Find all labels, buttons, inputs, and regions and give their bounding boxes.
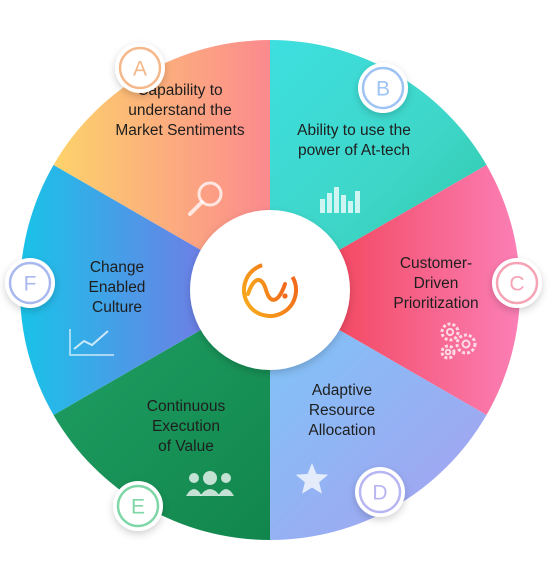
label-line: power of At-tech bbox=[298, 142, 410, 159]
badge-letter: A bbox=[133, 58, 147, 81]
segment-a bbox=[53, 40, 270, 251]
people-icon bbox=[186, 471, 234, 496]
badge-b: B bbox=[358, 63, 408, 113]
badge-f: F bbox=[5, 258, 55, 308]
label-line: Execution bbox=[152, 418, 220, 435]
label-line: of Value bbox=[158, 438, 214, 455]
badge-a: A bbox=[115, 43, 165, 93]
segment-c bbox=[337, 165, 520, 415]
badge-letter: E bbox=[131, 496, 145, 519]
magnifier-icon bbox=[188, 181, 223, 216]
label-line: understand the bbox=[128, 102, 231, 119]
label-line: Ability to use the bbox=[297, 122, 411, 139]
label-line: Change bbox=[90, 259, 144, 276]
label-line: Continuous bbox=[147, 398, 226, 415]
segment-f bbox=[20, 165, 203, 415]
label-line: Enabled bbox=[89, 279, 146, 296]
badge-letter: B bbox=[376, 78, 390, 101]
badge-letter: D bbox=[372, 482, 387, 505]
wave-logo-icon bbox=[242, 262, 298, 318]
segment-b bbox=[270, 40, 487, 251]
label-line: Adaptive bbox=[312, 382, 372, 399]
badge-e: E bbox=[113, 481, 163, 531]
center-hub bbox=[190, 210, 350, 370]
label-line: Allocation bbox=[308, 422, 375, 439]
badge-c: C bbox=[492, 258, 542, 308]
label-line: Driven bbox=[414, 275, 459, 292]
label-line: Culture bbox=[92, 299, 142, 316]
label-line: Capability to bbox=[137, 82, 222, 99]
star-icon bbox=[295, 463, 329, 494]
segment-b-label: Ability to use the power of At-tech bbox=[297, 122, 411, 159]
gears-icon bbox=[440, 322, 477, 360]
segment-d bbox=[270, 329, 487, 540]
badge-letter: C bbox=[509, 273, 524, 296]
label-line: Customer- bbox=[400, 255, 472, 272]
badge-letter: F bbox=[24, 273, 37, 296]
trend-line-icon bbox=[69, 329, 114, 356]
label-line: Prioritization bbox=[393, 295, 478, 312]
badge-d: D bbox=[355, 467, 405, 517]
label-line: Resource bbox=[309, 402, 375, 419]
label-line: Market Sentiments bbox=[115, 122, 244, 139]
bar-chart-icon bbox=[320, 187, 360, 213]
segment-e bbox=[53, 329, 270, 540]
